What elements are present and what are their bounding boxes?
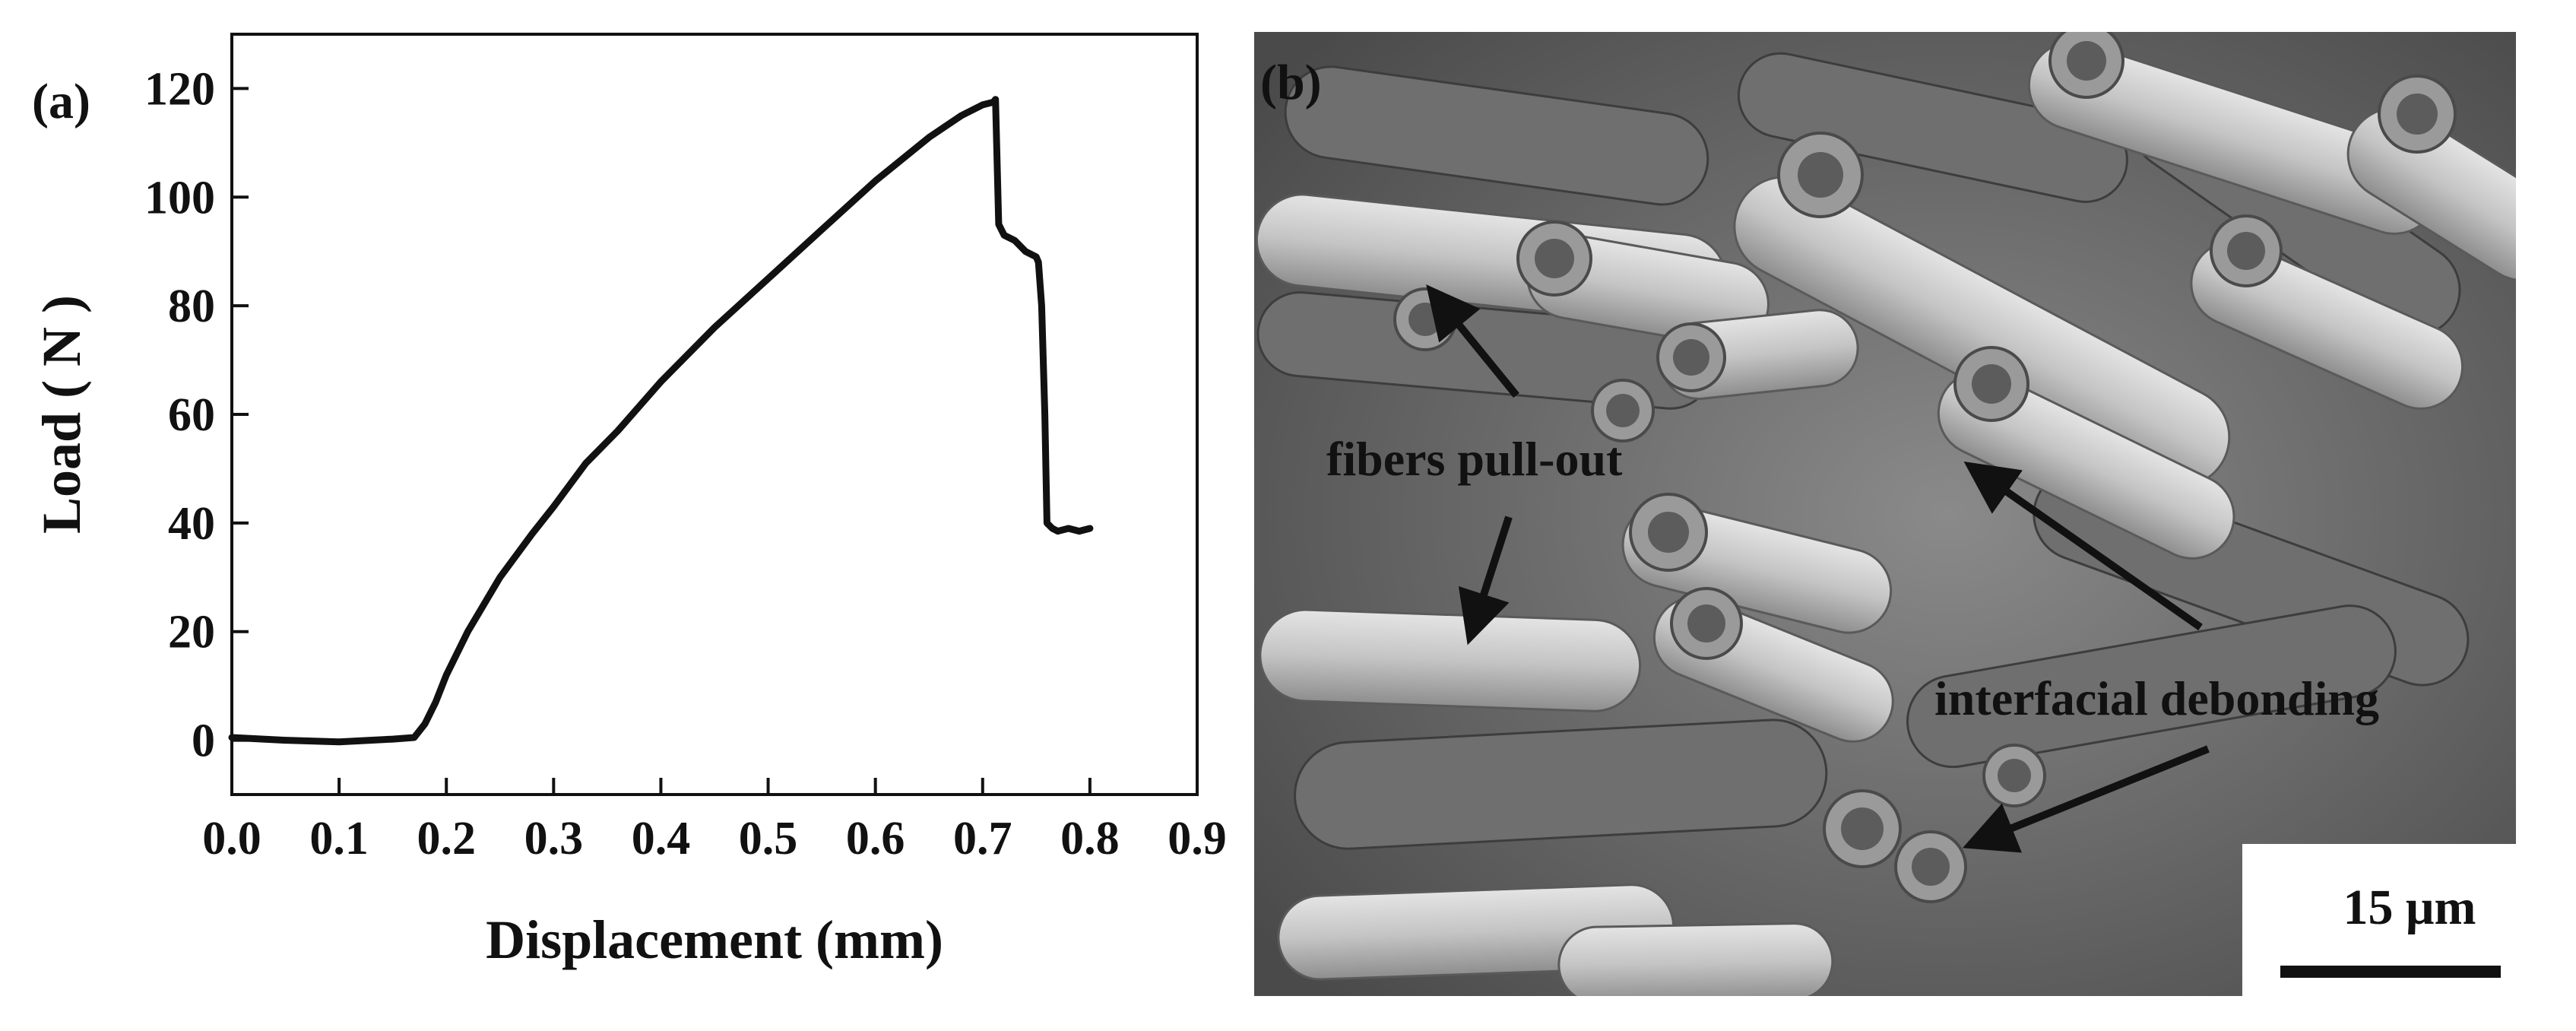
y-tick-label: 20	[168, 607, 215, 658]
panel-b-sem-image: (b) fibers pull-out interfacial debondin…	[1254, 32, 2576, 1031]
x-tick-label: 0.2	[417, 813, 476, 864]
y-axis: 0 20 40 60 80 100 120	[144, 63, 249, 767]
x-tick-label: 0.7	[953, 813, 1012, 864]
arrow-fibers-up	[1426, 284, 1519, 398]
x-tick-label: 0.0	[202, 813, 261, 864]
x-tick-label: 0.9	[1168, 813, 1227, 864]
x-tick-label: 0.3	[524, 813, 584, 864]
x-axis: 0.0 0.1 0.2 0.3 0.4 0.5 0.6 0.7 0.8 0.9	[202, 778, 1227, 864]
arrow-debonding-up	[1963, 461, 2203, 631]
y-tick-label: 60	[168, 389, 215, 441]
x-tick-label: 0.8	[1060, 813, 1120, 864]
x-tick-label: 0.5	[739, 813, 798, 864]
arrow-fibers-down	[1458, 516, 1513, 646]
y-tick-label: 40	[168, 498, 215, 550]
annotation-fibers-pull-out: fibers pull-out	[1326, 432, 1623, 486]
arrow-debonding-down	[1963, 745, 2210, 853]
scale-bar-label: 15 μm	[2343, 880, 2476, 935]
y-tick-label: 0	[192, 715, 215, 767]
panel-b-label: (b)	[1260, 55, 1322, 110]
load-displacement-curve	[228, 96, 1094, 746]
panel-a-label: (a)	[32, 74, 90, 129]
x-tick-label: 0.1	[309, 813, 369, 864]
x-tick-label: 0.6	[846, 813, 905, 864]
y-axis-title: Load ( N )	[31, 295, 92, 534]
x-axis-title: Displacement (mm)	[486, 909, 943, 970]
x-tick-label: 0.4	[632, 813, 691, 864]
annotation-interfacial-debonding: interfacial debonding	[1934, 671, 2379, 725]
y-tick-label: 80	[168, 281, 215, 332]
scale-bar-box	[2242, 844, 2576, 1031]
y-tick-label: 120	[144, 63, 215, 115]
y-tick-label: 100	[144, 172, 215, 224]
sem-fibers	[1255, 32, 2516, 996]
plot-frame	[230, 33, 1199, 796]
